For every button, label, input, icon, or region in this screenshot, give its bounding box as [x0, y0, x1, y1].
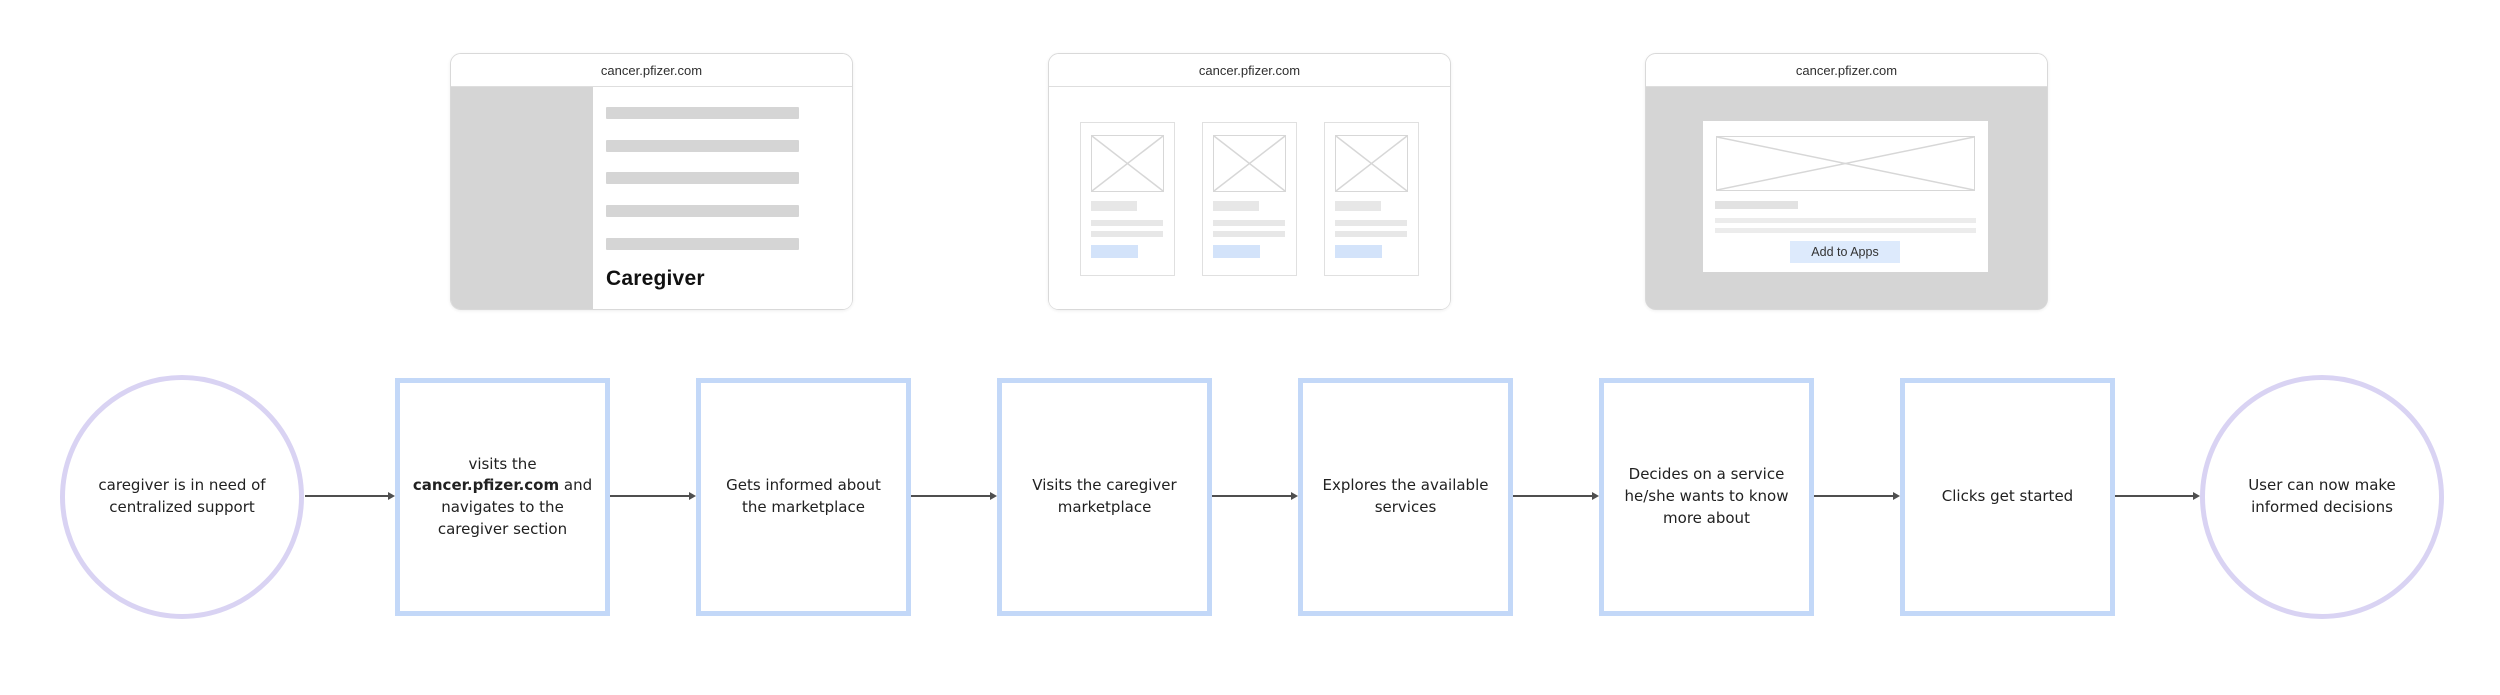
add-to-apps-label: Add to Apps — [1811, 245, 1879, 259]
image-placeholder-icon — [1335, 135, 1408, 192]
image-placeholder-icon — [1213, 135, 1286, 192]
text-line-placeholder — [1715, 218, 1976, 223]
url-text: cancer.pfizer.com — [1795, 62, 1898, 78]
flow-node-label-part: and navigates to the caregiver section — [437, 476, 593, 538]
text-line-placeholder — [1213, 220, 1285, 226]
flow-node-label: Gets informed about the marketplace — [726, 476, 881, 516]
browser-mockup-caregiver-section: cancer.pfizer.com Caregiver — [450, 53, 853, 310]
text-line-placeholder — [606, 205, 799, 217]
arrow-right-icon — [610, 491, 696, 500]
text-line-placeholder — [1213, 231, 1285, 237]
flow-node-label: User can now make informed decisions — [2248, 476, 2396, 516]
flow-step-explores-services: Explores the available services — [1298, 378, 1513, 616]
browser-address-bar: cancer.pfizer.com — [1646, 54, 2047, 87]
text-line-placeholder — [606, 238, 799, 250]
text-line-placeholder — [1091, 220, 1163, 226]
browser-address-bar: cancer.pfizer.com — [451, 54, 852, 87]
arrow-right-icon — [1814, 491, 1900, 500]
flow-node-label-bold: cancer.pfizer.com — [412, 476, 560, 495]
button-placeholder — [1213, 245, 1260, 258]
image-placeholder-icon — [1091, 135, 1164, 192]
flow-node-label: caregiver is in need of centralized supp… — [98, 476, 266, 516]
service-card-placeholder — [1080, 122, 1175, 276]
service-card-placeholder — [1324, 122, 1419, 276]
arrow-right-icon — [911, 491, 997, 500]
browser-mockup-service-detail: cancer.pfizer.com Add to Apps — [1645, 53, 2048, 310]
title-placeholder — [1715, 201, 1798, 209]
flow-node-label: Clicks get started — [1941, 487, 2074, 506]
flow-end-circle: User can now make informed decisions — [2200, 375, 2444, 619]
text-line-placeholder — [1091, 231, 1163, 237]
flow-node-label: Decides on a service he/she wants to kno… — [1624, 465, 1789, 527]
caregiver-heading: Caregiver — [606, 267, 705, 290]
flow-node-label-part: visits the — [468, 454, 537, 473]
browser-page-content — [1049, 87, 1450, 309]
arrow-right-icon — [305, 491, 395, 500]
button-placeholder — [1335, 245, 1382, 258]
flow-step-visits-marketplace: Visits the caregiver marketplace — [997, 378, 1212, 616]
arrow-right-icon — [1513, 491, 1599, 500]
text-line-placeholder — [1715, 228, 1976, 233]
flow-step-gets-informed: Gets informed about the marketplace — [696, 378, 911, 616]
button-placeholder — [1091, 245, 1138, 258]
add-to-apps-button: Add to Apps — [1790, 241, 1900, 263]
service-detail-card-placeholder: Add to Apps — [1703, 121, 1988, 272]
service-card-placeholder — [1202, 122, 1297, 276]
flow-node-label: Explores the available services — [1322, 476, 1489, 516]
flow-start-circle: caregiver is in need of centralized supp… — [60, 375, 304, 619]
arrow-right-icon — [2115, 491, 2200, 500]
title-placeholder — [1091, 201, 1137, 211]
flow-step-clicks-get-started: Clicks get started — [1900, 378, 2115, 616]
flow-step-visit-site: visits the cancer.pfizer.com and navigat… — [395, 378, 610, 616]
sidebar-placeholder — [451, 87, 593, 309]
flow-node-label: Visits the caregiver marketplace — [1032, 476, 1177, 516]
browser-page-content: Add to Apps — [1646, 87, 2047, 309]
text-line-placeholder — [606, 107, 799, 119]
title-placeholder — [1335, 201, 1381, 211]
text-line-placeholder — [1335, 220, 1407, 226]
title-placeholder — [1213, 201, 1259, 211]
browser-page-content: Caregiver — [451, 87, 852, 309]
url-text: cancer.pfizer.com — [1198, 62, 1301, 78]
browser-mockup-marketplace: cancer.pfizer.com — [1048, 53, 1451, 310]
arrow-right-icon — [1212, 491, 1298, 500]
browser-address-bar: cancer.pfizer.com — [1049, 54, 1450, 87]
image-placeholder-icon — [1716, 136, 1975, 191]
url-text: cancer.pfizer.com — [600, 62, 703, 78]
flow-step-decides-service: Decides on a service he/she wants to kno… — [1599, 378, 1814, 616]
text-line-placeholder — [1335, 231, 1407, 237]
text-line-placeholder — [606, 172, 799, 184]
text-line-placeholder — [606, 140, 799, 152]
